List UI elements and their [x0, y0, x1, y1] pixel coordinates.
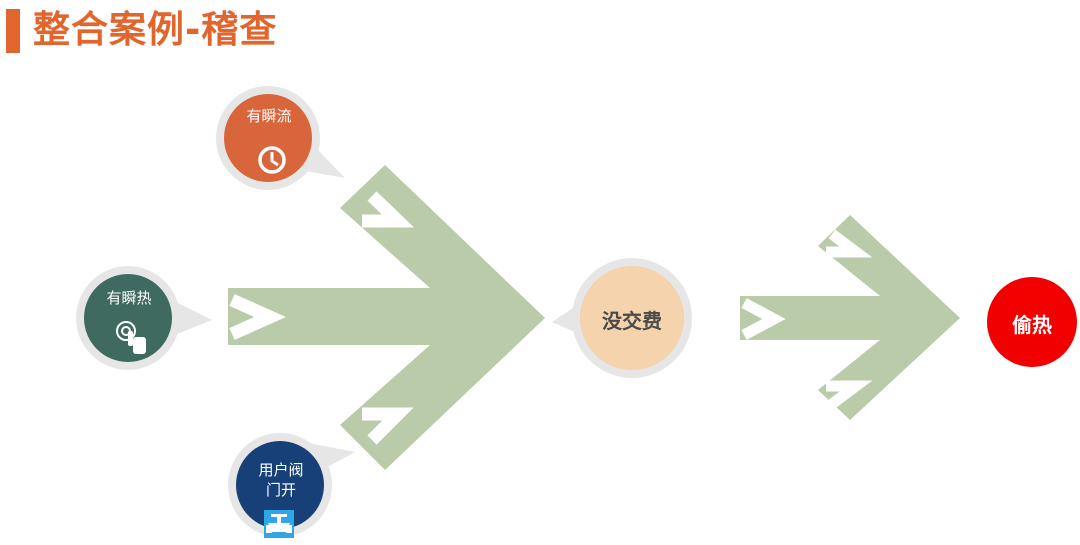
node-instant-flow: [216, 86, 345, 190]
merge-arrow: [228, 165, 545, 470]
clock-icon: [258, 146, 286, 174]
chevron-down-right-icon: [362, 191, 415, 228]
node-instant-heat-label: 有瞬热: [106, 289, 152, 307]
hand-touch-icon: [116, 321, 146, 354]
valve-icon: [264, 510, 294, 538]
node-heat-theft: [987, 277, 1077, 367]
node-instant-flow-label: 有瞬流: [246, 107, 292, 125]
chevron-right-icon: [741, 298, 786, 340]
chevron-up-right-icon: [362, 407, 414, 445]
node-user-valve: [228, 433, 355, 538]
node-instant-heat: [76, 266, 212, 370]
node-user-valve-label-line2: 门开: [265, 481, 296, 499]
page-title: 整合案例-稽查: [33, 8, 278, 51]
chevron-down-right-icon: [826, 229, 873, 258]
chevron-right-icon: [229, 294, 286, 340]
node-user-valve-label-line1: 用户阀: [258, 461, 304, 479]
node-unpaid-label: 没交费: [602, 309, 662, 333]
node-heat-theft-label: 偷热: [1012, 313, 1052, 337]
title-accent-bar: [6, 9, 20, 53]
result-arrow: [740, 215, 960, 420]
node-unpaid: [552, 258, 692, 378]
chevron-up-right-icon: [826, 380, 873, 409]
